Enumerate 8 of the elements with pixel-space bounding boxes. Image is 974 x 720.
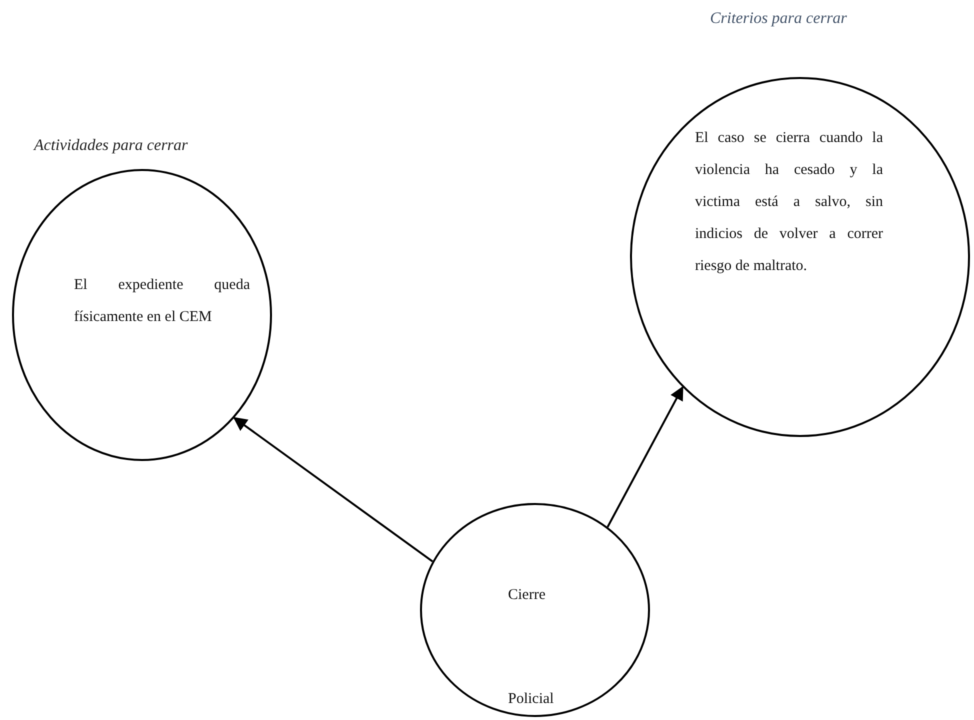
node-text: El expediente queda físicamente en el CEM bbox=[74, 276, 250, 327]
node-heading: Criterios para cerrar bbox=[710, 10, 847, 28]
ellipse-node bbox=[420, 503, 650, 717]
node-text: Cierre Policial bbox=[508, 586, 555, 709]
arrow bbox=[233, 417, 434, 562]
node-text: El caso se cierra cuando la violencia ha cesado y la victima está a salvo, sin indicios de volver a correr riesgo de maltrato. bbox=[695, 129, 883, 276]
arrow bbox=[606, 386, 684, 528]
node-heading: Actividades para cerrar bbox=[34, 137, 188, 155]
